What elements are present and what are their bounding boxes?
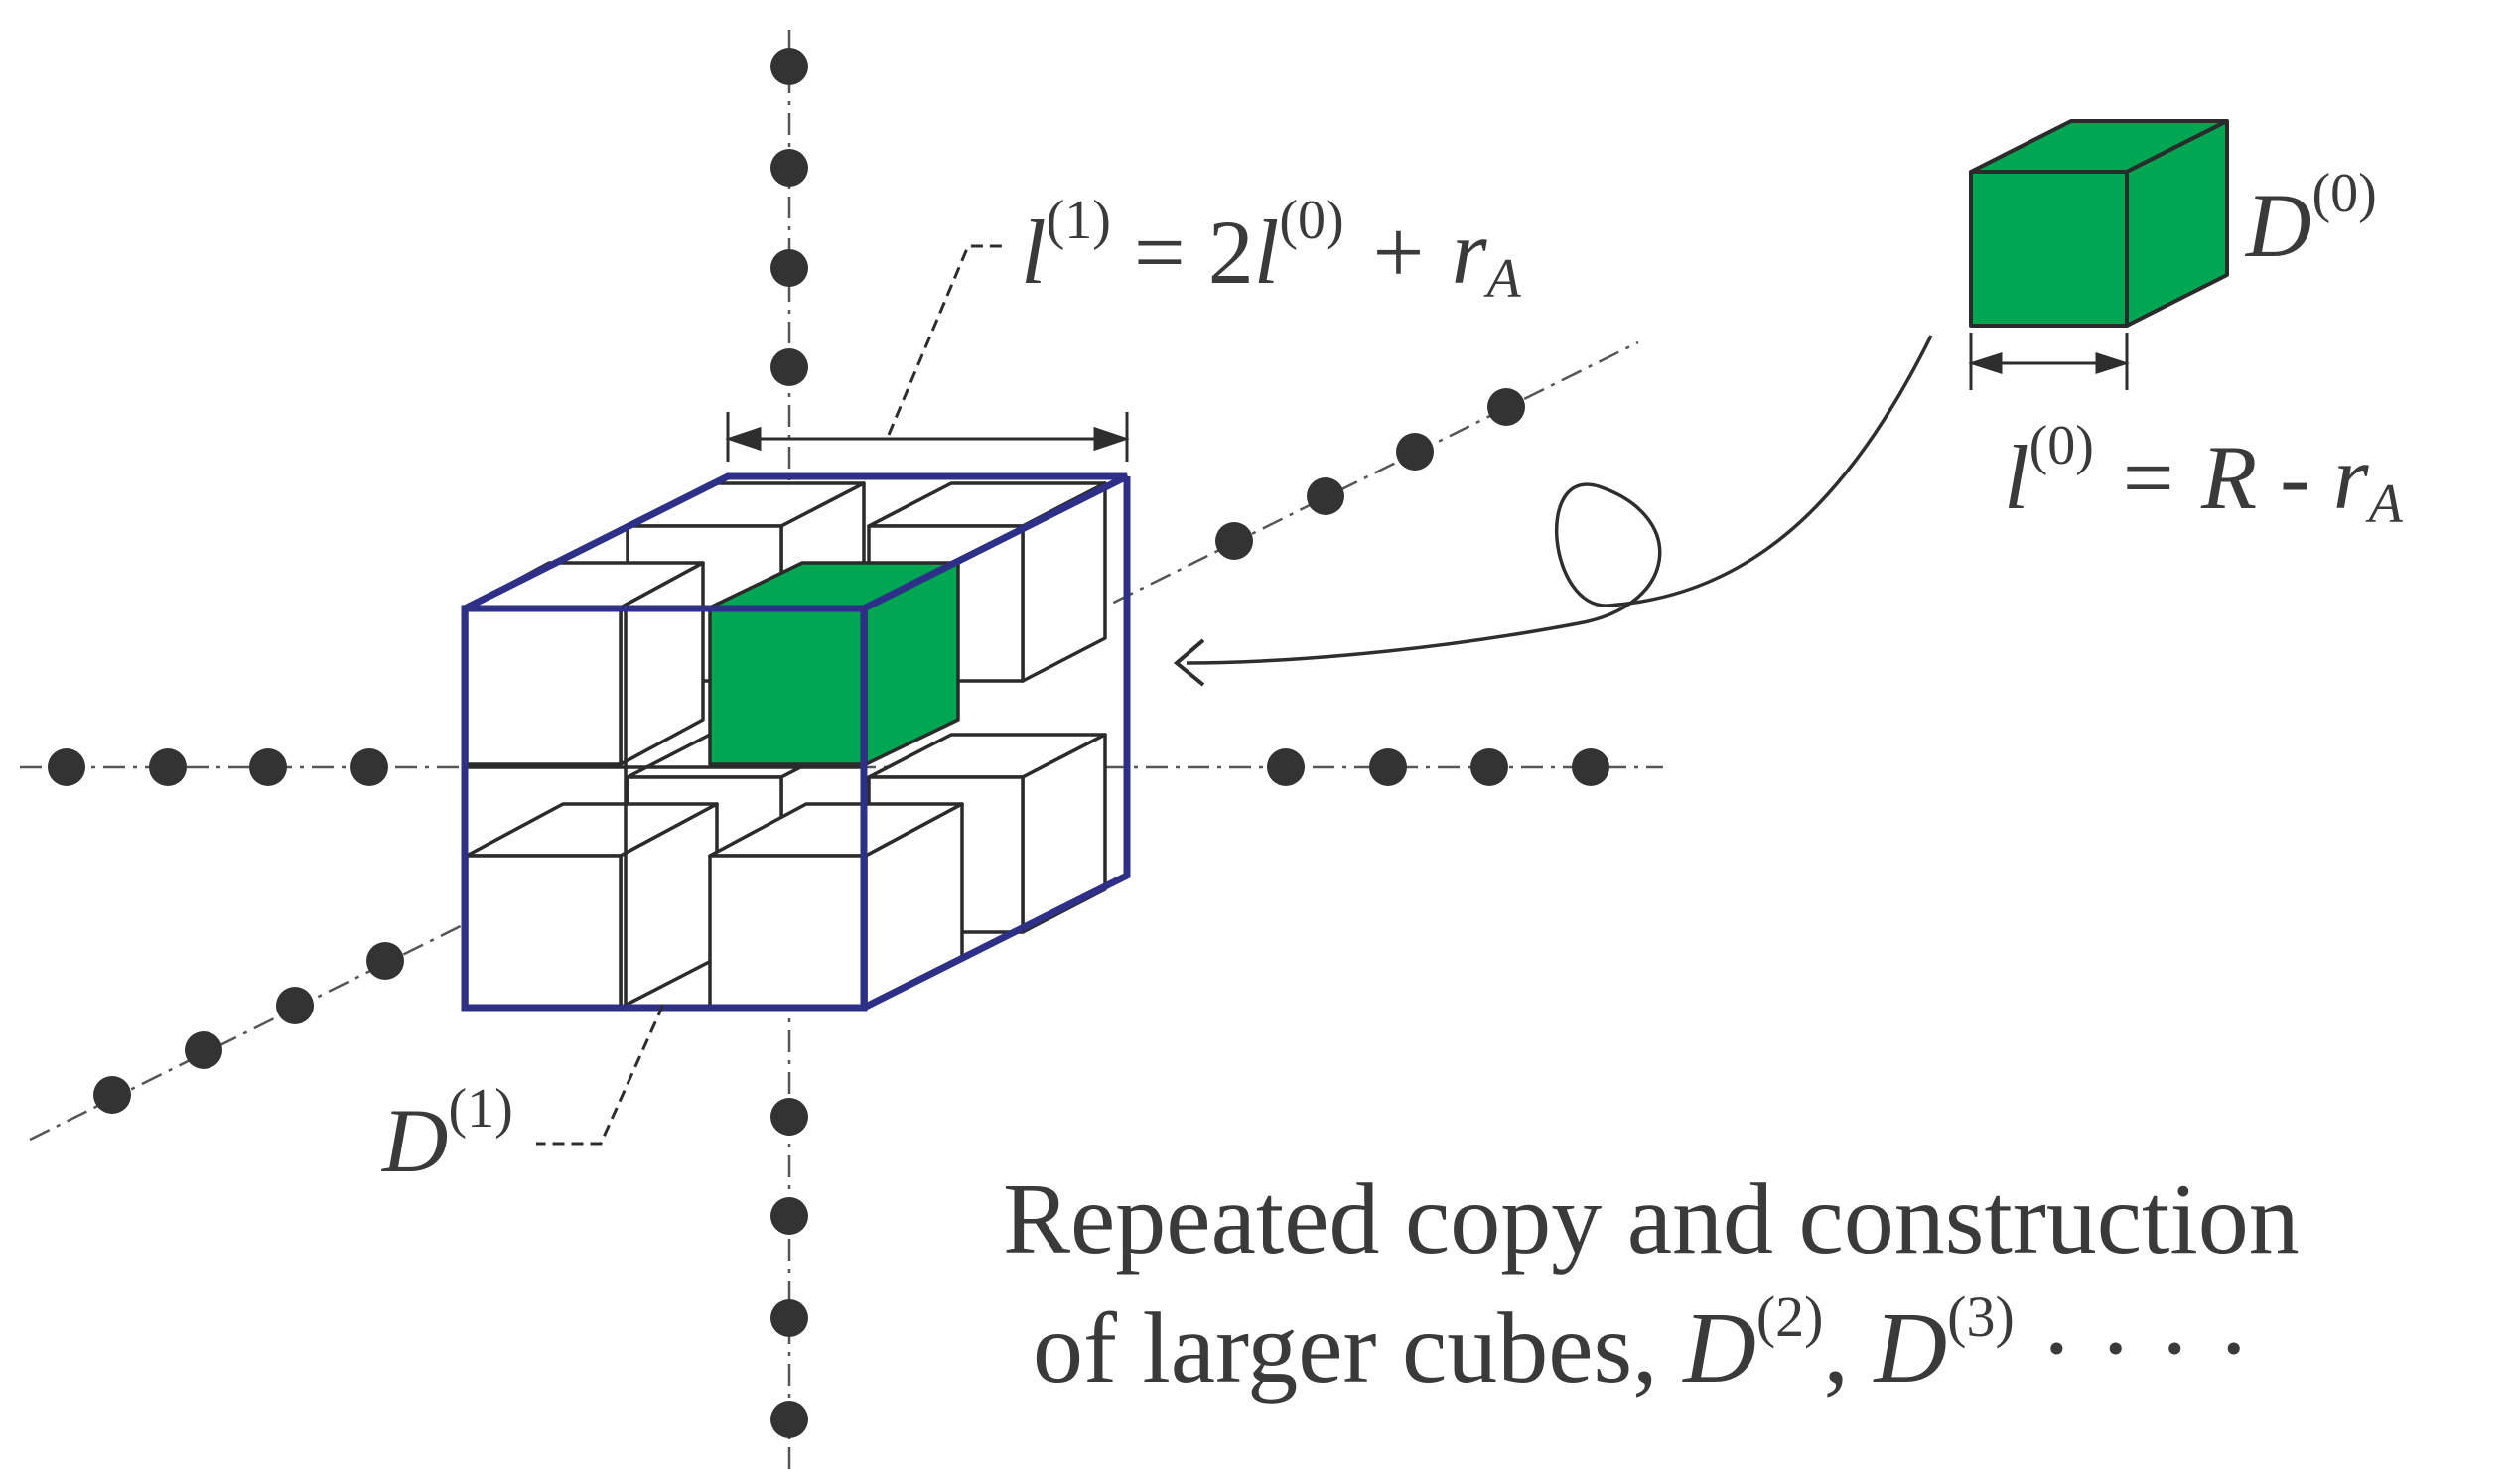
inner-cubes (465, 481, 1107, 1010)
copy-arrow-head (1173, 638, 1205, 687)
copy-arrow-curve (1186, 335, 1933, 665)
d0-label: D(0) (2244, 163, 2377, 276)
d1-leader-line (536, 1004, 665, 1146)
cube-front-top-left (465, 561, 705, 766)
lattice-dot (185, 1031, 222, 1069)
lattice-dot (93, 1076, 131, 1114)
lattice-dot (350, 748, 388, 786)
lattice-dot (1369, 748, 1407, 786)
lattice-dots (48, 48, 1609, 1438)
lattice-dot (770, 48, 808, 85)
lattice-dot (770, 1197, 808, 1235)
lattice-dot (770, 1401, 808, 1438)
cube-front-bottom-left (465, 802, 719, 1010)
lattice-dot (1572, 748, 1609, 786)
lattice-dot (770, 348, 808, 386)
l0-dimension (1968, 333, 2130, 390)
lattice-dot (770, 1098, 808, 1136)
l1-leader-line (887, 244, 1008, 436)
d1-outline-front (461, 605, 868, 1012)
lattice-dot (1267, 748, 1305, 786)
lattice-dot (1487, 388, 1525, 426)
lattice-dot (1307, 477, 1344, 515)
lattice-dot (770, 1299, 808, 1337)
lattice-dot (1215, 522, 1253, 560)
lattice-dot (770, 149, 808, 187)
lattice-dot (366, 942, 404, 980)
lattice-dot (1470, 748, 1508, 786)
lattice-dot (48, 748, 85, 786)
caption-line-1: Repeated copy and construction (1003, 1163, 2300, 1276)
lattice-dot (149, 748, 187, 786)
lattice-dot (770, 249, 808, 287)
l1-formula: l(1) = 2l(0) + rA (1021, 190, 1522, 310)
caption-line-2: of larger cubes, D(2), D(3) · · · · (1033, 1284, 2251, 1405)
l0-formula: l(0) = R - rA (2004, 415, 2404, 535)
lattice-dot (249, 748, 287, 786)
cube-front-top-right-green (708, 561, 960, 766)
d1-label: D(1) (380, 1078, 513, 1191)
cube-front-bottom-right (708, 802, 964, 1010)
d0-cube (1969, 119, 2229, 328)
lattice-dot (1396, 433, 1434, 471)
l1-dimension (725, 412, 1130, 462)
lattice-dot (276, 987, 314, 1024)
